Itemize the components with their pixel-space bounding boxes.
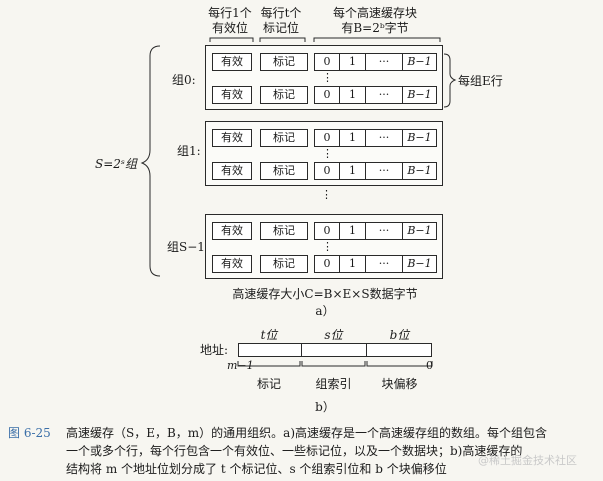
tag-cell: 标记 [260,129,308,147]
byte-last: B−1 [407,164,432,177]
subfigure-a-label: a） [315,304,335,318]
tag-bits-label: t位 [260,328,278,342]
block-bits-label: b位 [389,328,410,342]
line-dots: ⋮ [322,71,333,84]
byte-ellipsis: ··· [366,163,403,179]
byte-ellipsis: ··· [366,256,403,272]
set-1-label: 组1: [177,144,201,158]
watermark: @稀土掘金技术社区 [478,454,577,467]
byte-last: B−1 [407,257,432,270]
tag-cell: 标记 [260,255,308,273]
tag-cell: 标记 [260,86,308,104]
set-block-divider [366,343,367,357]
caption-line-2: 一个或多个行，每个行包含一个有效位、一些标记位，以及一个数据块；b)高速缓存的 [66,444,523,458]
byte-0: 0 [315,163,340,179]
set-0-label: 组0: [172,73,196,87]
byte-0: 0 [315,256,340,272]
tag-set-divider [301,343,302,357]
line-dots: ⋮ [322,240,333,253]
byte-1: 1 [340,223,366,239]
byte-1: 1 [340,256,366,272]
block-header-line2: 有B=2ᵇ字节 [341,21,409,35]
byte-0: 0 [315,130,340,146]
byte-ellipsis: ··· [366,130,403,146]
lines-per-set-label: 每组E行 [458,74,503,88]
set-1: 有效 标记 0 1 ··· B−1 ⋮ 有效 标记 0 1 ··· B−1 [205,121,443,186]
byte-last: B−1 [407,224,432,237]
set-index-label: 组索引 [315,377,352,391]
byte-1: 1 [340,54,366,70]
valid-bit-cell: 有效 [212,129,252,147]
subfigure-b-label: b） [315,400,335,414]
tag-field-label: 标记 [256,377,281,391]
valid-bit-cell: 有效 [212,53,252,71]
data-block: 0 1 ··· B−1 [314,53,437,71]
tag-cell: 标记 [260,53,308,71]
cache-size-caption: 高速缓存大小C=B×E×S数据字节 [232,287,418,301]
line-dots: ⋮ [322,147,333,160]
data-block: 0 1 ··· B−1 [314,255,437,273]
block-header-line1: 每个高速缓存块 [332,6,417,20]
set-dots: ⋮ [321,188,332,201]
valid-header-line2: 有效位 [211,21,248,35]
address-bar [238,343,432,357]
byte-1: 1 [340,163,366,179]
valid-header-line1: 每行1个 [208,6,252,20]
data-block: 0 1 ··· B−1 [314,162,437,180]
set-bits-label: s位 [324,328,343,342]
byte-ellipsis: ··· [366,223,403,239]
msb-label: m−1 [227,359,254,372]
tag-cell: 标记 [260,162,308,180]
valid-bit-cell: 有效 [212,162,252,180]
byte-0: 0 [315,87,340,103]
caption-line-3: 结构将 m 个地址位划分成了 t 个标记位、s 个组索引位和 b 个块偏移位 [66,462,447,476]
byte-last: B−1 [407,88,432,101]
byte-last: B−1 [407,55,432,68]
valid-bit-cell: 有效 [212,255,252,273]
byte-1: 1 [340,87,366,103]
lsb-label: 0 [426,359,433,372]
data-block: 0 1 ··· B−1 [314,222,437,240]
tag-header-line1: 每行t个 [260,6,302,20]
byte-ellipsis: ··· [366,54,403,70]
set-last-label: 组S−1: [167,240,209,254]
byte-0: 0 [315,54,340,70]
block-offset-label: 块偏移 [381,377,418,391]
data-block: 0 1 ··· B−1 [314,86,437,104]
caption-line-1: 高速缓存（S，E，B，m）的通用组织。a)高速缓存是一个高速缓存组的数组。每个组… [66,426,548,440]
byte-0: 0 [315,223,340,239]
valid-bit-cell: 有效 [212,86,252,104]
figure-number: 图 6-25 [8,426,51,440]
valid-bit-cell: 有效 [212,222,252,240]
byte-1: 1 [340,130,366,146]
tag-header-line2: 标记位 [262,21,299,35]
set-0: 有效 标记 0 1 ··· B−1 ⋮ 有效 标记 0 1 ··· B−1 [205,45,443,110]
byte-last: B−1 [407,131,432,144]
set-count-label: S=2ˢ组 [95,157,137,171]
address-label: 地址: [200,343,229,357]
tag-cell: 标记 [260,222,308,240]
set-last: 有效 标记 0 1 ··· B−1 ⋮ 有效 标记 0 1 ··· B−1 [205,214,443,279]
data-block: 0 1 ··· B−1 [314,129,437,147]
byte-ellipsis: ··· [366,87,403,103]
